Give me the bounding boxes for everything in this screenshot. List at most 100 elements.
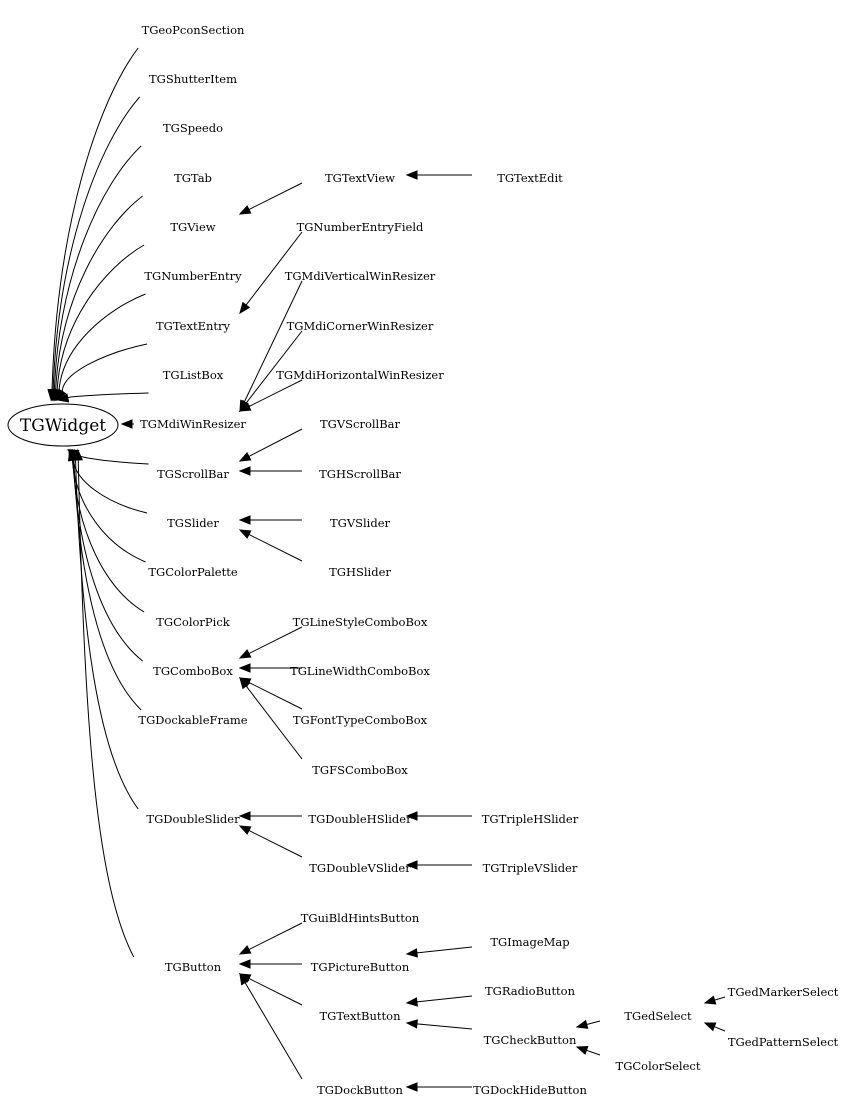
arrowhead-n37-to-n36 — [405, 948, 418, 958]
edge-n11-to-root — [71, 459, 146, 563]
node-tgtextedit[interactable]: TGTextEdit — [497, 171, 563, 185]
edge-n14-to-root — [73, 459, 142, 711]
edge-n16-to-root — [77, 459, 135, 958]
arrowhead-n19-to-n6 — [239, 301, 251, 315]
node-tgtextview[interactable]: TGTextView — [325, 171, 395, 185]
node-tghslider[interactable]: TGHSlider — [329, 565, 391, 579]
node-tgshutteritem[interactable]: TGShutterItem — [149, 72, 237, 86]
arrowhead-n43-to-n41 — [703, 995, 717, 1005]
node-tgtriplevslider[interactable]: TGTripleVSlider — [483, 861, 578, 875]
arrowhead-n23-to-n9 — [238, 451, 252, 462]
node-root[interactable]: TGWidget — [20, 416, 106, 436]
arrowhead-n24-to-n9 — [238, 466, 251, 476]
node-tgvscrollbar[interactable]: TGVScrollBar — [320, 417, 401, 431]
edge-n29-to-n13 — [248, 682, 303, 710]
node-tgmdiwinresizer[interactable]: TGMdiWinResizer — [140, 417, 246, 431]
node-tgedselect[interactable]: TGedSelect — [624, 1009, 692, 1023]
node-tgnumberentryfield[interactable]: TGNumberEntryField — [297, 220, 424, 234]
edge-n41-to-n40 — [586, 1020, 601, 1025]
arrowhead-n31-to-n15 — [238, 811, 251, 821]
edge-n45-to-n16 — [244, 982, 303, 1080]
edge-n15-to-root — [75, 459, 139, 810]
node-tgtextbutton[interactable]: TGTextButton — [320, 1009, 402, 1023]
arrowhead-n32-to-n15 — [238, 825, 252, 835]
node-tgedpatternselect[interactable]: TGedPatternSelect — [728, 1035, 839, 1049]
node-tglinewidthcombobox[interactable]: TGLineWidthComboBox — [290, 664, 430, 678]
node-tgcheckbutton[interactable]: TGCheckButton — [484, 1033, 577, 1047]
node-tgtab[interactable]: TGTab — [174, 171, 212, 185]
arrowhead-n8-to-root — [120, 419, 133, 429]
edge-n35-to-n16 — [248, 922, 303, 950]
node-tgspeedo[interactable]: TGSpeedo — [163, 121, 223, 135]
node-tgscrollbar[interactable]: TGScrollBar — [157, 467, 229, 481]
node-tgcolorselect[interactable]: TGColorSelect — [616, 1059, 701, 1073]
arrowhead-n28-to-n13 — [238, 663, 251, 673]
arrowhead-n41-to-n40 — [575, 1019, 589, 1029]
edge-n22-to-n8 — [248, 379, 303, 407]
node-tglistbox[interactable]: TGListBox — [163, 368, 224, 382]
nodes-layer: TGWidget TGeoPconSectionTGShutterItemTGS… — [7, 23, 839, 1097]
arrowhead-n42-to-n40 — [575, 1045, 589, 1055]
node-tglinestylecombobox[interactable]: TGLineStyleComboBox — [293, 615, 428, 629]
node-tgbutton[interactable]: TGButton — [165, 960, 222, 974]
node-tgeopconsection[interactable]: TGeoPconSection — [142, 23, 245, 37]
node-tgcolorpick[interactable]: TGColorPick — [156, 615, 231, 629]
node-tgvslider[interactable]: TGVSlider — [330, 516, 391, 530]
edge-n6-to-root — [61, 343, 148, 392]
edge-n40-to-n38 — [416, 1023, 473, 1030]
edge-n10-to-root — [72, 459, 148, 514]
edge-n32-to-n15 — [248, 830, 303, 858]
edge-n37-to-n36 — [416, 946, 473, 954]
edge-n44-to-n41 — [714, 1026, 726, 1032]
node-tgdockbutton[interactable]: TGDockButton — [317, 1083, 403, 1097]
node-tgfscombobox[interactable]: TGFSComboBox — [312, 763, 408, 777]
node-tgdockableframe[interactable]: TGDockableFrame — [138, 713, 247, 727]
arrowhead-n25-to-n10 — [238, 515, 251, 525]
edge-n20-to-n8 — [243, 280, 303, 403]
node-tgdoubleslider[interactable]: TGDoubleSlider — [146, 812, 240, 826]
node-tgimagemap[interactable]: TGImageMap — [490, 935, 569, 949]
node-tgnumberentry[interactable]: TGNumberEntry — [144, 269, 242, 283]
node-tgmdiverticalwinresizer[interactable]: TGMdiVerticalWinResizer — [285, 269, 436, 283]
node-tghscrollbar[interactable]: TGHScrollBar — [319, 467, 401, 481]
arrowhead-n46-to-n45 — [405, 1082, 418, 1092]
edge-n42-to-n40 — [586, 1049, 601, 1056]
edge-n5-to-root — [58, 293, 146, 391]
node-tgfonttypecombobox[interactable]: TGFontTypeComboBox — [293, 713, 428, 727]
node-tgdockhidebutton[interactable]: TGDockHideButton — [473, 1083, 587, 1097]
node-tgpicturebutton[interactable]: TGPictureButton — [311, 960, 410, 974]
edge-n21-to-n8 — [245, 330, 303, 404]
edge-n17-to-n4 — [248, 182, 303, 210]
node-tgtriplehslider[interactable]: TGTripleHSlider — [482, 812, 579, 826]
edge-n3-to-root — [55, 195, 143, 391]
edge-n2-to-root — [53, 145, 142, 391]
node-tgdoublehslider[interactable]: TGDoubleHSlider — [308, 812, 412, 826]
arrowhead-n17-to-n4 — [238, 205, 252, 215]
node-tgtextentry[interactable]: TGTextEntry — [156, 319, 230, 333]
node-tgedmarkerselect[interactable]: TGedMarkerSelect — [728, 985, 839, 999]
node-tgmdicornerwinresizer[interactable]: TGMdiCornerWinResizer — [287, 319, 434, 333]
node-tgslider[interactable]: TGSlider — [167, 516, 219, 530]
edge-n43-to-n41 — [714, 996, 726, 1001]
edge-n1-to-root — [52, 96, 140, 391]
edge-n27-to-n13 — [248, 626, 303, 654]
arrowhead-n27-to-n13 — [238, 649, 252, 659]
edge-n19-to-n6 — [245, 231, 303, 306]
arrowhead-n18-to-n17 — [405, 170, 418, 180]
arrowhead-n44-to-n41 — [703, 1022, 717, 1032]
node-tgmdihorizontalwinresizer[interactable]: TGMdiHorizontalWinResizer — [276, 368, 444, 382]
edge-n38-to-n16 — [248, 978, 303, 1006]
node-tgradiobutton[interactable]: TGRadioButton — [485, 984, 576, 998]
arrowhead-n35-to-n16 — [238, 945, 252, 955]
node-tgcolorpalette[interactable]: TGColorPalette — [148, 565, 237, 579]
root-node-ellipse — [7, 403, 119, 447]
arrowhead-n36-to-n16 — [238, 959, 251, 969]
node-tgview[interactable]: TGView — [170, 220, 215, 234]
node-tguibldhintsbutton[interactable]: TGuiBldHintsButton — [301, 911, 420, 925]
arrowhead-n6-to-root — [56, 388, 67, 402]
edge-n7-to-root — [67, 392, 149, 399]
node-tgdoublevslider[interactable]: TGDoubleVSlider — [309, 861, 411, 875]
node-tgcombobox[interactable]: TGComboBox — [153, 664, 233, 678]
arrowhead-n26-to-n10 — [238, 529, 252, 539]
